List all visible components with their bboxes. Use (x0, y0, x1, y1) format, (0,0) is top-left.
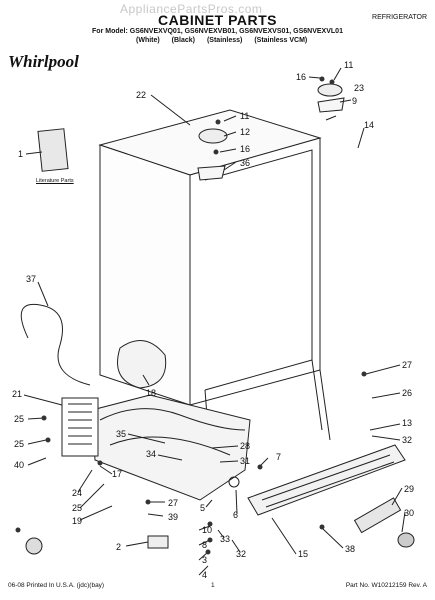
top-hinge-cover (317, 83, 343, 97)
callout-16-top: 16 (296, 72, 306, 82)
callout-1: 1 (18, 149, 23, 159)
callout-18: 18 (146, 388, 156, 398)
callout-15: 15 (298, 549, 308, 559)
callout-4: 4 (202, 570, 207, 580)
callout-31: 31 (240, 456, 250, 466)
watermark-text: AppliancePartsPros.com (120, 2, 263, 16)
callout-19: 19 (72, 516, 82, 526)
callout-30: 30 (404, 508, 414, 518)
callout-21: 21 (12, 389, 22, 399)
callout-9: 9 (352, 96, 357, 106)
callout-25-b: 25 (14, 439, 24, 449)
callout-8: 8 (202, 540, 207, 550)
callout-39: 39 (168, 512, 178, 522)
callout-7: 7 (276, 452, 281, 462)
callout-25-c: 25 (72, 503, 82, 513)
model-list: For Model: GS6NVEXVQ01, GS6NVEXVB01, GS6… (92, 28, 343, 35)
access-cover (117, 340, 167, 389)
callout-37: 37 (26, 274, 36, 284)
callout-35: 35 (116, 429, 126, 439)
callout-2: 2 (116, 542, 121, 552)
callout-17: 17 (112, 469, 122, 479)
finish-white: (White) (136, 37, 160, 44)
cabinet-inner-liner (204, 149, 313, 391)
callout-34: 34 (146, 449, 156, 459)
power-cord (20, 303, 91, 386)
callout-40: 40 (14, 460, 24, 470)
finish-list: (White) (Black) (Stainless) (Stainless V… (136, 37, 317, 44)
callout-27-right: 27 (402, 360, 412, 370)
callout-5: 5 (200, 503, 205, 513)
page-title: CABINET PARTS (157, 12, 278, 28)
brand-logo: Whirlpool (8, 52, 79, 71)
callout-38: 38 (345, 544, 355, 554)
callout-33: 33 (220, 534, 230, 544)
finish-black: (Black) (171, 37, 196, 44)
print-info: 06-08 Printed In U.S.A. (jdc)(bay) (8, 582, 105, 589)
page-number: 1 (211, 582, 215, 589)
callout-3: 3 (202, 555, 207, 565)
callout-27-bottom: 27 (168, 498, 178, 508)
callout-28: 28 (240, 441, 250, 451)
callout-13: 13 (402, 418, 412, 428)
callout-32-bottom: 32 (236, 549, 246, 559)
machine-compartment (91, 394, 251, 501)
finish-stainless: (Stainless) (206, 37, 243, 44)
front-toe-grille (247, 444, 406, 516)
finish-stainless-vcm: (Stainless VCM) (254, 37, 308, 44)
part-number: Part No. W10212159 Rev. A (345, 582, 427, 589)
center-hinge-cover (198, 128, 228, 144)
category-label: REFRIGERATOR (372, 14, 427, 21)
callout-22: 22 (136, 90, 146, 100)
callout-36: 36 (240, 158, 250, 168)
callout-23: 23 (354, 83, 364, 93)
callout-32-right: 32 (402, 435, 412, 445)
roller-assembly (353, 497, 402, 534)
left-grille-panel (61, 397, 99, 457)
callout-14: 14 (364, 120, 374, 130)
callout-6: 6 (233, 510, 238, 520)
literature-parts-label: Literature Parts (36, 178, 74, 184)
callout-24: 24 (72, 488, 82, 498)
literature-booklet (37, 128, 69, 172)
callout-10: 10 (202, 525, 212, 535)
callout-29: 29 (404, 484, 414, 494)
callout-12: 12 (240, 127, 250, 137)
callout-11-mid: 11 (240, 111, 249, 121)
callout-25-a: 25 (14, 414, 24, 424)
callout-26: 26 (402, 388, 412, 398)
callout-11-top: 11 (344, 60, 353, 70)
callout-16-mid: 16 (240, 144, 250, 154)
